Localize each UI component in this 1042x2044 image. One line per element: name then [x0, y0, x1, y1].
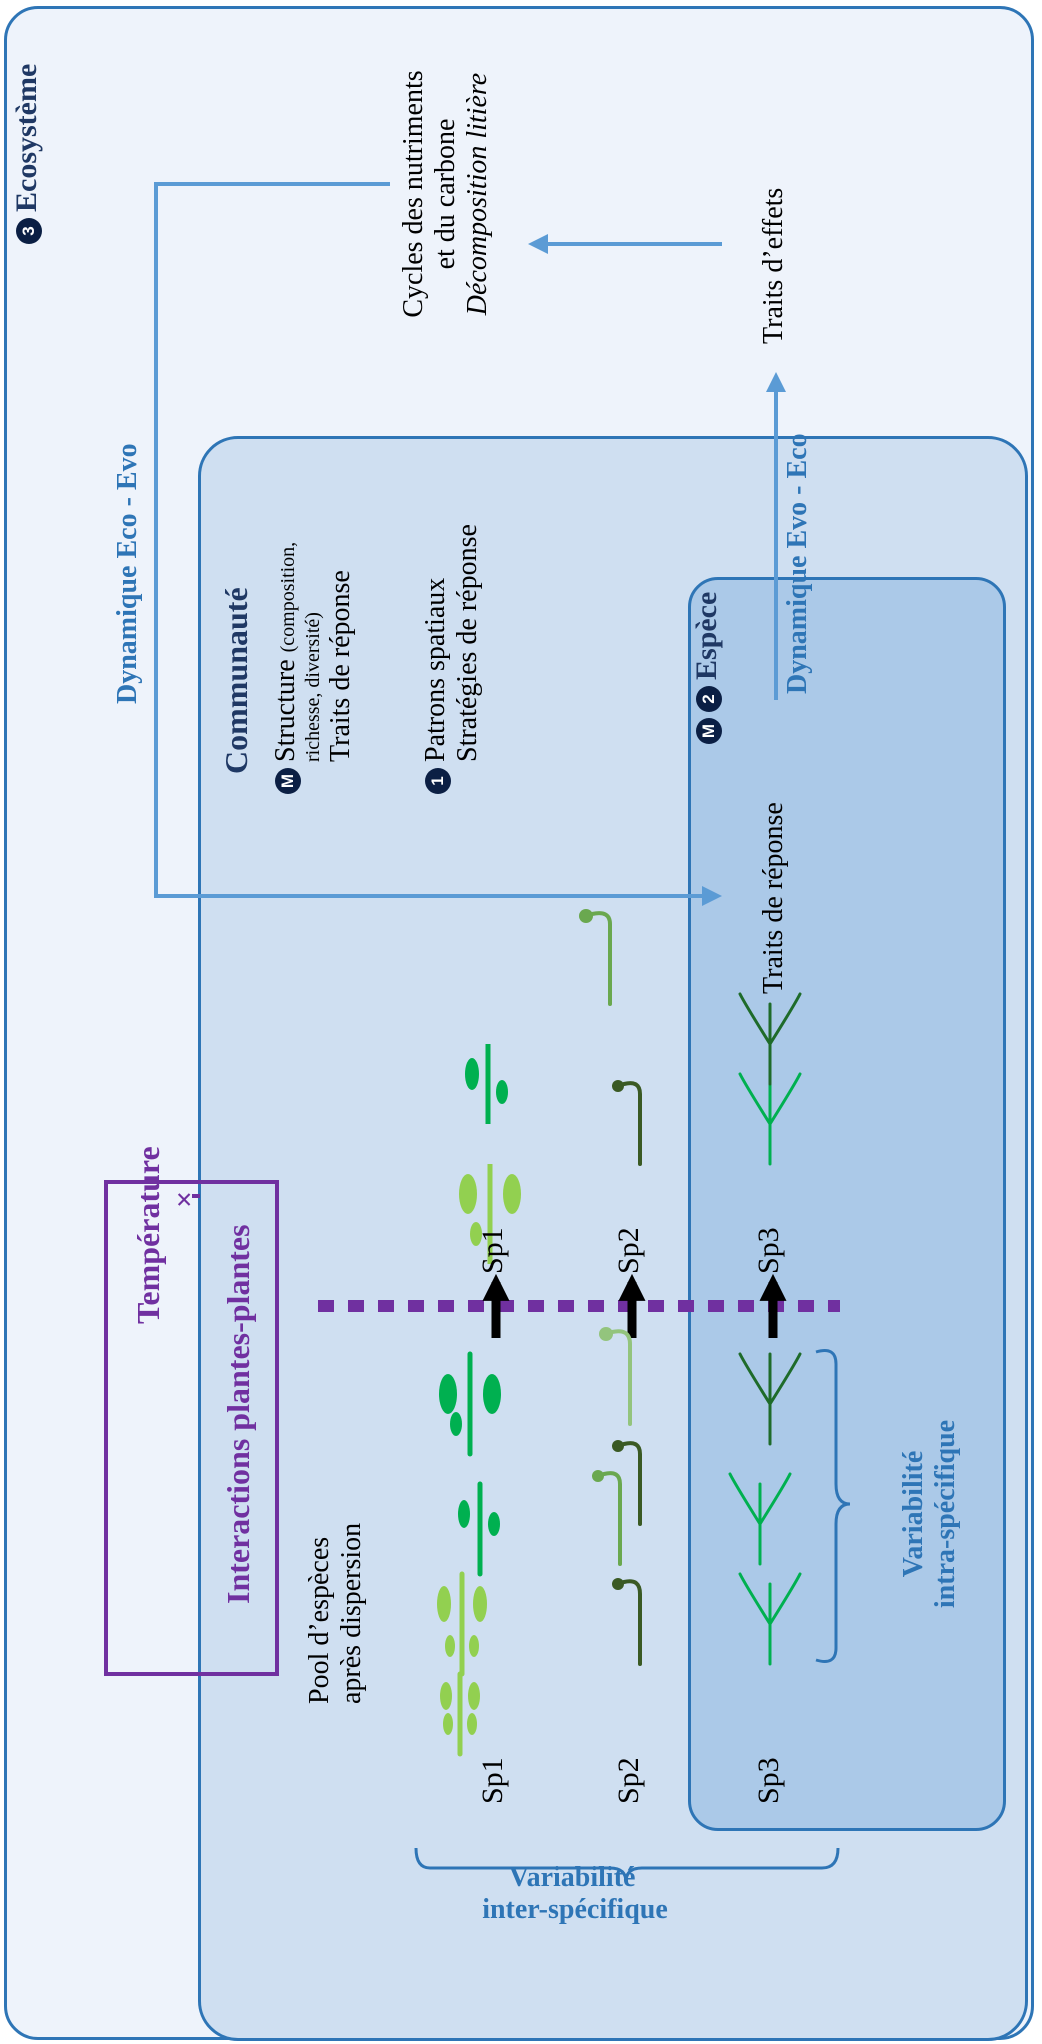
- badge-3: 3: [16, 218, 43, 244]
- filter-cross: ×: [168, 1190, 201, 1208]
- eco-evo-label: Dynamique Eco - Evo: [112, 443, 143, 704]
- community-structure-block: MStructure (composition, richesse, diver…: [270, 542, 357, 794]
- seedlings-sp2-filtered: [579, 909, 642, 1166]
- community-title: Communauté: [218, 587, 254, 774]
- filter-temperature: Température: [130, 1146, 166, 1324]
- intra-brace: [815, 1349, 851, 1663]
- seedlings-sp1-pool: [437, 1351, 501, 1757]
- filter-interactions: Interactions plantes-plantes: [220, 1224, 256, 1604]
- species-label-sp3-right: Sp3: [752, 1227, 785, 1274]
- eco-evo-arrow: [154, 182, 722, 906]
- seedlings-sp2-pool: [592, 1327, 642, 1666]
- species-label-sp1-right: Sp1: [476, 1227, 509, 1274]
- species-label-sp2-right: Sp2: [612, 1227, 645, 1274]
- seedlings-sp1-filtered: [459, 1044, 521, 1264]
- inter-brace: [414, 1847, 840, 1883]
- intra-specific-label: Variabilité intra-spécifique: [898, 1419, 962, 1609]
- species-traits-reponse: Traits de réponse: [758, 802, 789, 994]
- species-label-sp3-left: Sp3: [752, 1757, 785, 1804]
- evo-eco-label: Dynamique Evo - Eco: [782, 433, 813, 694]
- badge-2: 2: [696, 686, 723, 712]
- community-spatial-block: 1Patrons spatiaux Stratégies de réponse: [420, 524, 484, 794]
- seedlings-sp3-filtered: [738, 992, 802, 1166]
- effects-traits: Traits d’effets: [758, 187, 789, 344]
- badge-m-species: M: [696, 718, 723, 744]
- inter-specific-label: Variabilité inter-spécifique: [482, 1861, 668, 1925]
- badge-m-community: M: [274, 768, 301, 794]
- seedlings-sp3-pool: [728, 1352, 802, 1666]
- species-title: M2Espèce: [690, 592, 725, 744]
- species-label-sp2-left: Sp2: [612, 1757, 645, 1804]
- species-label-sp1-left: Sp1: [476, 1757, 509, 1804]
- badge-1: 1: [424, 768, 451, 794]
- pool-text: Pool d’espèces après dispersion: [304, 1522, 368, 1704]
- ecosystem-title: 3Ecosystème: [10, 64, 45, 244]
- cycles-block: Cycles des nutriments et du carbone Déco…: [398, 70, 494, 318]
